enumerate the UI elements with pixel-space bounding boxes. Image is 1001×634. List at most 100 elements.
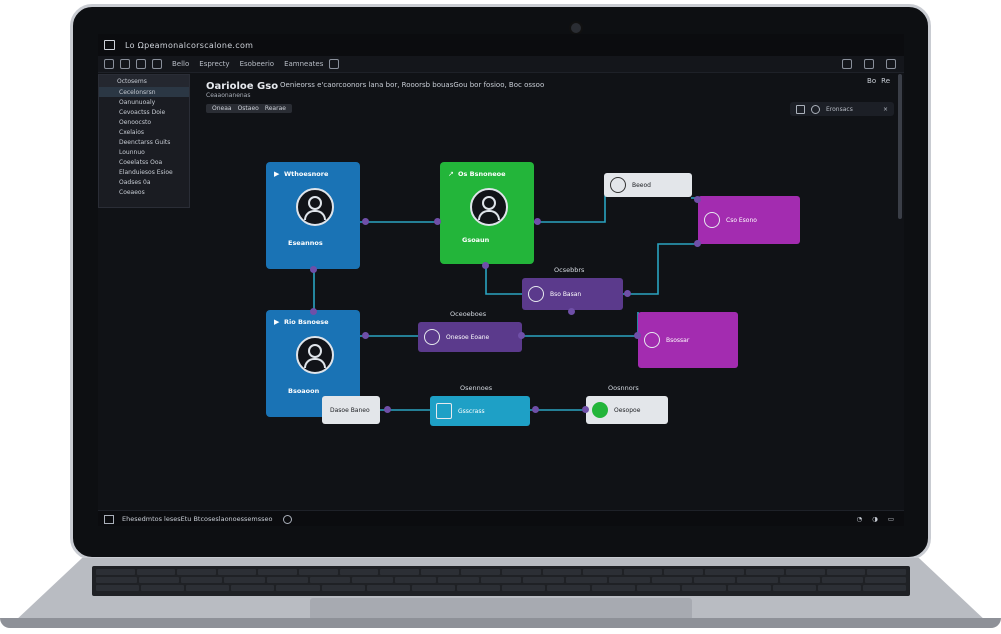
chip-label: Dasoe Baneo	[330, 406, 370, 414]
connector	[522, 312, 639, 337]
connector-port[interactable]	[694, 196, 701, 203]
node-card[interactable]: ▶ Wthoesnore Eseannos	[266, 162, 360, 269]
outline-panel: Octosems Cecelonsrsn Oanunuoaly Cevoacts…	[98, 74, 190, 208]
menu-edit[interactable]: Esprecty	[199, 60, 230, 68]
refresh-icon[interactable]	[136, 59, 146, 69]
connector-lines	[313, 195, 715, 411]
outline-item[interactable]: Cecelonsrsn	[99, 87, 189, 97]
webcam	[569, 21, 583, 35]
status-toggle-icon[interactable]	[282, 514, 292, 524]
breadcrumb-item[interactable]: Ostaeo	[237, 105, 259, 112]
top-right-item[interactable]: Re	[881, 77, 890, 85]
node-chip[interactable]: Dasoe Baneo	[322, 396, 380, 424]
outline-item[interactable]: Cevoactss Doie	[119, 108, 166, 116]
node-chip[interactable]: Beeod	[604, 173, 692, 197]
outline-item[interactable]: Cxelaios	[119, 128, 145, 136]
node-chip[interactable]: Onesoe Eoane	[418, 322, 522, 352]
laptop-front-edge	[0, 618, 1001, 628]
connector-port[interactable]	[362, 218, 369, 225]
outline-item[interactable]: Oanunuoaly	[119, 98, 156, 106]
chip-label: Bsossar	[666, 336, 690, 344]
connector-port[interactable]	[532, 406, 539, 413]
connector-port[interactable]	[694, 240, 701, 247]
menu-file[interactable]: Bello	[172, 60, 190, 68]
connector-port[interactable]	[384, 406, 391, 413]
vertical-scrollbar[interactable]	[898, 74, 902, 219]
page-subtitle: Ceaaonanenas	[206, 92, 251, 99]
outline-item[interactable]: Oenoocsto	[119, 118, 152, 126]
breadcrumb-item[interactable]: Oneaa	[212, 105, 232, 112]
window-title: Lo Ωpeamonalcorscalone.com	[125, 40, 254, 50]
group-label: Oosnnors	[608, 384, 639, 392]
node-chip[interactable]: Gsscrass	[430, 396, 530, 426]
connector-port[interactable]	[624, 290, 631, 297]
connector-port[interactable]	[568, 308, 575, 315]
node-card[interactable]: ↗ Os Bsnoneoe Gsoaun	[440, 162, 534, 264]
home-icon	[592, 402, 608, 418]
outline-item[interactable]: Lounnuo	[119, 148, 145, 156]
node-subtitle: Eseannos	[288, 239, 323, 247]
window-icon	[104, 40, 115, 50]
app-window: Lo Ωpeamonalcorscalone.com Bello Esprect…	[98, 34, 904, 526]
connector	[623, 243, 698, 295]
canvas-controls: Eronsacs ×	[790, 102, 894, 116]
node-chip[interactable]: Bso Basan	[522, 278, 623, 310]
connector-port[interactable]	[582, 406, 589, 413]
connector-port[interactable]	[434, 218, 441, 225]
touchpad[interactable]	[310, 598, 692, 620]
top-right-item[interactable]: Bo	[867, 77, 877, 85]
connector-port[interactable]	[534, 218, 541, 225]
chip-label: Oesopoe	[614, 406, 641, 414]
node-chip[interactable]: Cso Esono	[698, 196, 800, 244]
outline-item[interactable]: Coeelatss Ooa	[119, 158, 163, 166]
connector-port[interactable]	[482, 262, 489, 269]
connector-port[interactable]	[310, 266, 317, 273]
node-chip[interactable]: Oesopoe	[586, 396, 668, 424]
connector-port[interactable]	[362, 332, 369, 339]
connector-port[interactable]	[634, 332, 641, 339]
forward-icon[interactable]	[120, 59, 130, 69]
menu-tools[interactable]: Eamneates	[284, 60, 324, 68]
settings-icon[interactable]	[842, 59, 852, 69]
lock-icon	[610, 177, 626, 193]
link-icon: ↗	[448, 170, 454, 178]
outline-item[interactable]: Elanduiesos Esioe	[119, 168, 173, 176]
add-tab-icon[interactable]	[329, 59, 340, 69]
fit-icon[interactable]	[811, 104, 820, 114]
node-title: Os Bsnoneoe	[458, 170, 506, 178]
battery-icon[interactable]: ▭	[887, 515, 894, 523]
outline-item[interactable]: Deenctarss Guits	[119, 138, 171, 146]
play-icon: ▶	[274, 170, 280, 178]
user-avatar-icon	[470, 188, 508, 226]
breadcrumb-item[interactable]: Rearae	[264, 105, 286, 112]
user-icon[interactable]	[886, 59, 896, 69]
connector	[534, 195, 606, 223]
user-avatar-icon	[296, 336, 334, 374]
chip-label: Cso Esono	[726, 216, 757, 224]
outline-item[interactable]: Coeaeos	[119, 188, 145, 196]
close-icon[interactable]: ×	[882, 105, 888, 113]
menu-view[interactable]: Esobeerio	[239, 60, 275, 68]
node-chip[interactable]: Bsossar	[638, 312, 738, 368]
connector-port[interactable]	[310, 308, 317, 315]
connector-port[interactable]	[518, 332, 525, 339]
chip-label: Beeod	[632, 181, 651, 189]
key-row	[96, 577, 906, 583]
back-icon[interactable]	[104, 59, 114, 69]
connector	[485, 267, 522, 295]
status-bar: Ehesedmtos lesesEtu Btcoseslaonoessemsse…	[98, 510, 904, 526]
node-subtitle: Gsoaun	[462, 236, 490, 244]
circle-icon	[528, 286, 544, 302]
wifi-icon[interactable]: ◔	[856, 515, 863, 523]
outline-header: Octosems	[99, 75, 189, 87]
share-icon[interactable]	[864, 59, 874, 69]
outline-item[interactable]: Oadses 0a	[119, 178, 151, 186]
zoom-icon[interactable]	[796, 104, 805, 114]
node-title: Rio Bsnoese	[284, 318, 329, 326]
panel-label: Eronsacs	[826, 105, 853, 113]
toolbar: Bello Esprecty Esobeerio Eamneates	[98, 56, 904, 73]
chip-label: Gsscrass	[458, 407, 485, 415]
volume-icon[interactable]: ◑	[872, 515, 878, 523]
home-icon[interactable]	[152, 59, 162, 69]
key-row	[96, 585, 906, 591]
